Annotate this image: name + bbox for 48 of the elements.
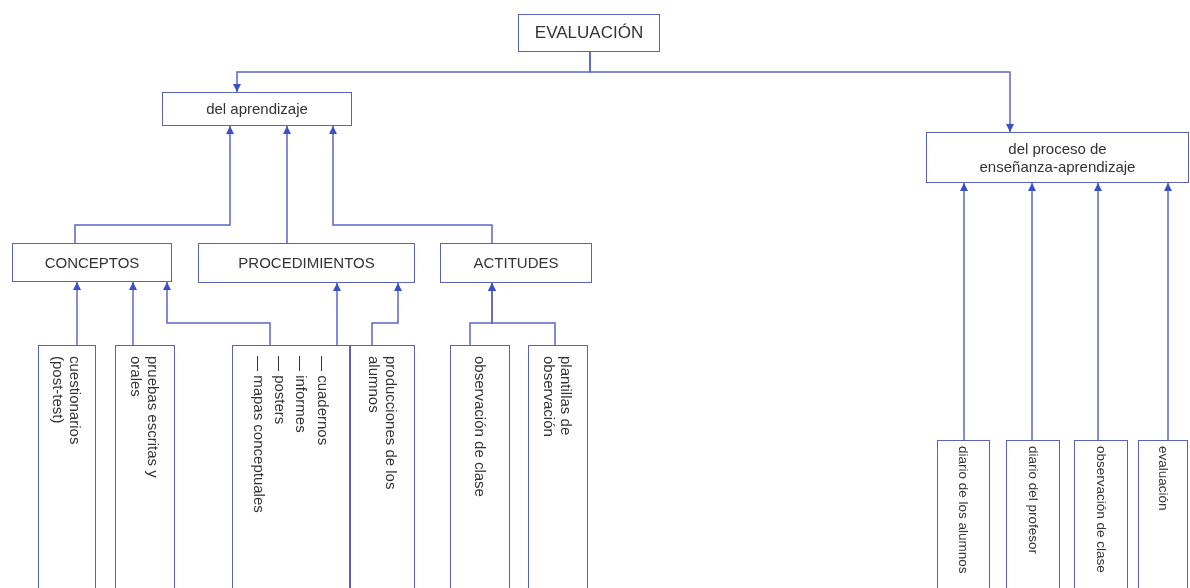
node-text: ACTITUDES xyxy=(473,254,559,272)
node-text: — cuadernos xyxy=(314,356,332,448)
arrow xyxy=(163,281,271,346)
concept-box xyxy=(1074,440,1128,588)
node-text: — informes xyxy=(293,356,311,435)
concept-box xyxy=(440,243,592,283)
concept-box xyxy=(115,345,175,588)
node-text: del aprendizaje xyxy=(206,100,308,118)
arrow xyxy=(960,182,968,441)
concept-box xyxy=(38,345,96,588)
node-text: del proceso de enseñanza-aprendizaje xyxy=(978,139,1137,176)
concept-box xyxy=(350,345,415,588)
concept-box xyxy=(1138,440,1188,588)
node-text: — posters xyxy=(271,356,289,427)
arrow xyxy=(74,125,234,244)
concept-box xyxy=(937,440,990,588)
arrow xyxy=(589,51,1014,133)
node-text: producciones de los alumnos xyxy=(365,356,400,492)
arrow xyxy=(333,282,341,346)
node-text: EVALUACIÓN xyxy=(534,22,644,44)
arrow xyxy=(488,282,556,346)
node-text: observación de clase xyxy=(471,356,489,499)
node-text: diario del profesor xyxy=(1025,446,1041,557)
concept-box xyxy=(162,92,352,126)
arrow xyxy=(1164,182,1172,441)
arrow xyxy=(371,282,402,346)
arrow xyxy=(329,125,493,244)
node-text: — mapas conceptuales xyxy=(250,356,268,515)
concept-box xyxy=(12,243,172,282)
arrow xyxy=(1094,182,1102,441)
node-text: observación de clase xyxy=(1093,446,1109,575)
concept-box xyxy=(518,14,660,52)
concept-box xyxy=(232,345,350,588)
concept-box xyxy=(198,243,415,283)
concept-box xyxy=(926,132,1189,183)
arrow xyxy=(1028,182,1036,441)
arrow xyxy=(129,281,137,346)
arrow xyxy=(73,281,81,346)
node-text: pruebas escritas y orales xyxy=(127,356,163,480)
node-text: diario de los alumnos xyxy=(955,446,972,576)
node-text: cuestionarios (post-test) xyxy=(49,356,85,447)
arrow xyxy=(283,125,291,244)
node-text: PROCEDIMIENTOS xyxy=(238,254,375,272)
node-text: CONCEPTOS xyxy=(44,253,140,272)
concept-box xyxy=(1006,440,1060,588)
concept-box xyxy=(450,345,510,588)
concept-box xyxy=(528,345,588,588)
node-text: evaluación xyxy=(1155,446,1171,513)
